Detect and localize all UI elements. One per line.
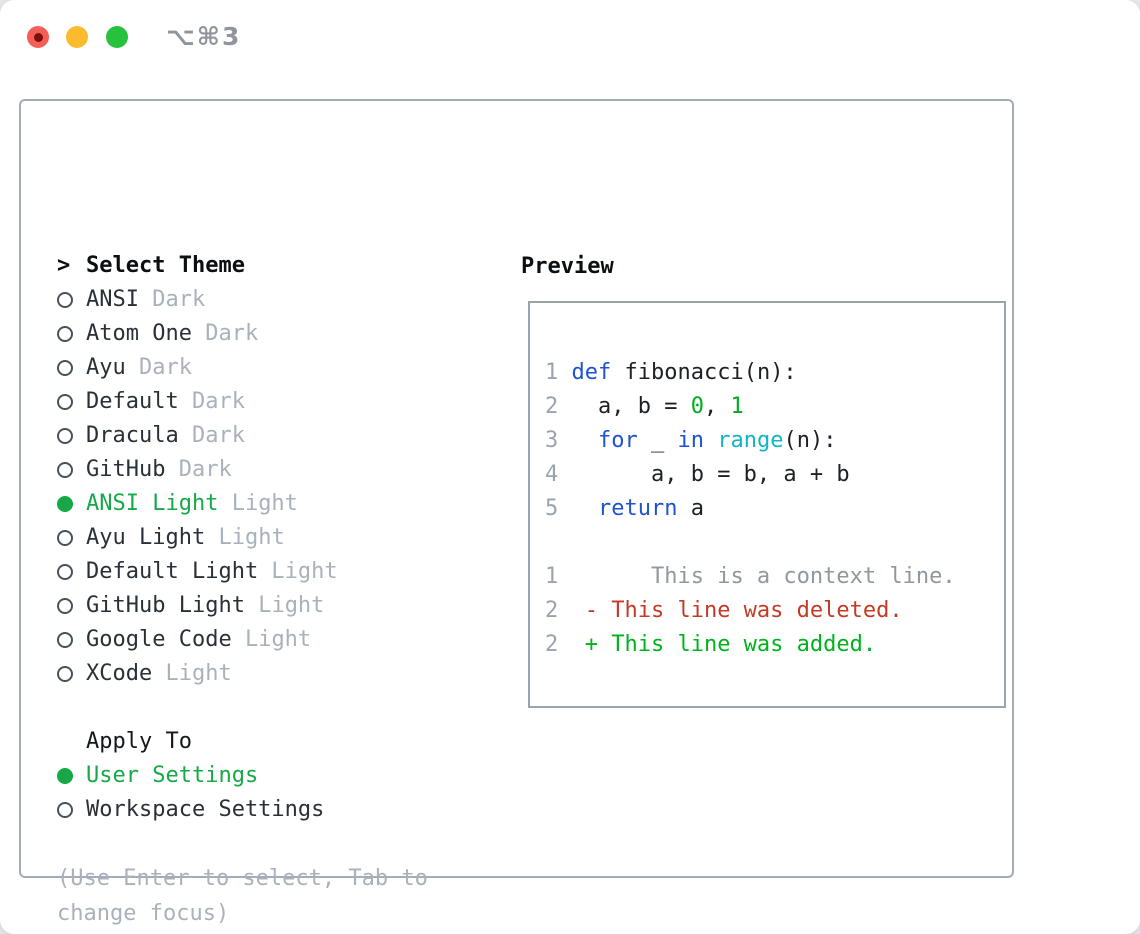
option-label: Google Code Light [86, 627, 312, 652]
option-label: GitHub Light Light [86, 593, 325, 618]
option-label: GitHub Dark [86, 457, 232, 482]
apply-to-title: Apply To [86, 729, 192, 754]
preview-pane: 1 def fibonacci(n): 2 a, b = 0, 1 3 for _ … [528, 301, 1006, 708]
code-line: 1 This is a context line. [545, 564, 956, 589]
theme-option[interactable]: Default Light Light [57, 555, 487, 589]
radio-icon [57, 598, 86, 614]
focus-caret-icon: > [57, 253, 71, 278]
syntax-highlight-sample: 1 def fibonacci(n): 2 a, b = 0, 1 3 for _ … [545, 356, 956, 526]
radio-selected-icon [57, 768, 86, 784]
apply-to-option[interactable]: Workspace Settings [57, 793, 487, 827]
radio-selected-icon [57, 496, 86, 512]
radio-icon [57, 292, 86, 308]
option-label: Default Dark [86, 389, 245, 414]
code-line: 2 a, b = 0, 1 [545, 394, 744, 419]
option-label: Workspace Settings [86, 797, 325, 822]
option-label: Ayu Dark [86, 355, 192, 380]
radio-icon [57, 666, 86, 682]
option-label: Atom One Dark [86, 321, 259, 346]
option-label: Default Light Light [86, 559, 338, 584]
apply-to-option[interactable]: User Settings [57, 759, 487, 793]
diff-sample: 1 This is a context line. 2 - This line w… [545, 560, 956, 662]
close-button[interactable] [27, 26, 49, 48]
code-line: 3 for _ in range(n): [545, 428, 837, 453]
option-label: ANSI Dark [86, 287, 206, 312]
spacer [57, 827, 487, 861]
title-bar: ⌥⌘3 [0, 0, 1140, 74]
code-line: 2 + This line was added. [545, 632, 877, 657]
radio-icon [57, 632, 86, 648]
radio-icon [57, 428, 86, 444]
help-text: (Use Enter to select, Tab to change focu… [57, 866, 428, 926]
code-line: 4 a, b = b, a + b [545, 462, 850, 487]
code-line: 5 return a [545, 496, 704, 521]
blank-line [545, 526, 956, 560]
option-label: User Settings [86, 763, 259, 788]
zoom-button[interactable] [106, 26, 128, 48]
theme-option[interactable]: Ayu Dark [57, 351, 487, 385]
minimize-button[interactable] [66, 26, 88, 48]
theme-option[interactable]: Google Code Light [57, 623, 487, 657]
select-theme-title: Select Theme [86, 253, 245, 278]
radio-icon [57, 530, 86, 546]
theme-option[interactable]: GitHub Light Light [57, 589, 487, 623]
theme-option[interactable]: Default Dark [57, 385, 487, 419]
theme-option[interactable]: Ayu Light Light [57, 521, 487, 555]
option-label: XCode Light [86, 661, 232, 686]
code-line: 2 - This line was deleted. [545, 598, 903, 623]
theme-option[interactable]: Atom One Dark [57, 317, 487, 351]
option-label: Dracula Dark [86, 423, 245, 448]
window-title: ⌥⌘3 [166, 22, 242, 51]
spacer [57, 691, 487, 725]
radio-icon [57, 326, 86, 342]
theme-option[interactable]: ANSI Dark [57, 283, 487, 317]
radio-icon [57, 564, 86, 580]
select-theme-header-row: > Select Theme [57, 249, 487, 283]
radio-icon [57, 462, 86, 478]
code-line: 1 def fibonacci(n): [545, 360, 797, 385]
radio-icon [57, 802, 86, 818]
theme-option[interactable]: XCode Light [57, 657, 487, 691]
radio-icon [57, 360, 86, 376]
option-label: ANSI Light Light [86, 491, 298, 516]
close-dot-icon [33, 32, 43, 42]
theme-option[interactable]: Dracula Dark [57, 419, 487, 453]
code-preview: 1 def fibonacci(n): 2 a, b = 0, 1 3 for _ … [545, 356, 956, 662]
option-label: Ayu Light Light [86, 525, 285, 550]
theme-option[interactable]: GitHub Dark [57, 453, 487, 487]
preview-title: Preview [521, 254, 614, 279]
theme-option[interactable]: ANSI Light Light [57, 487, 487, 521]
radio-icon [57, 394, 86, 410]
apply-to-header-row: Apply To [57, 725, 487, 759]
